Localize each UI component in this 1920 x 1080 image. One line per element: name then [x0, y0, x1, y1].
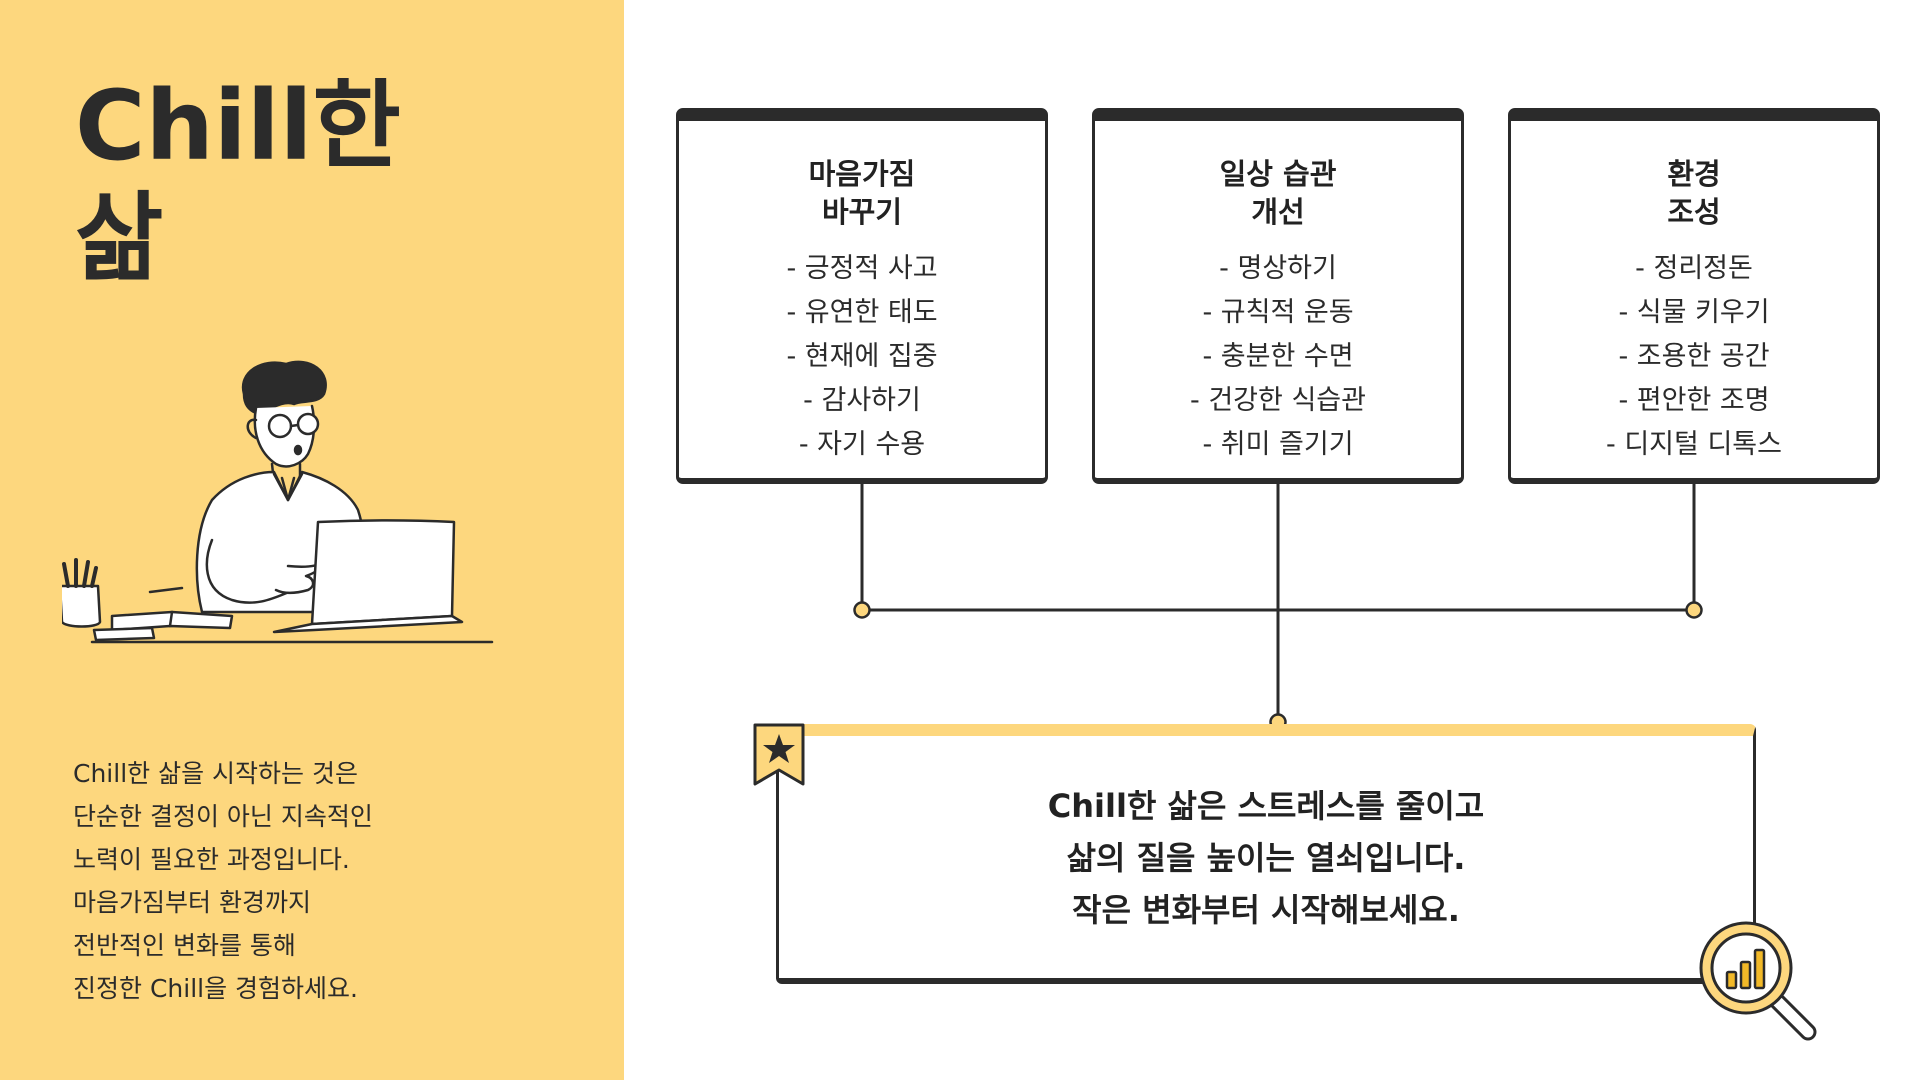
list-item: - 유연한 태도 [786, 297, 938, 328]
list-item: - 자기 수용 [798, 429, 926, 460]
title-line-2: 삶 [75, 182, 164, 294]
man-at-laptop-illustration [62, 360, 494, 644]
description-line: 마음가짐부터 환경까지 [73, 888, 311, 917]
card-title: 일상 습관 개선 [1095, 155, 1461, 231]
magnifier-chart-icon [1699, 921, 1817, 1041]
card-list: - 명상하기 - 규칙적 운동 - 충분한 수면 - 건강한 식습관 - 취미 … [1095, 247, 1461, 467]
card-title-line: 개선 [1251, 195, 1305, 229]
card-list: - 정리정돈 - 식물 키우기 - 조용한 공간 - 편안한 조명 - 디지털 … [1511, 247, 1877, 467]
left-panel: Chill한 삶 [0, 0, 624, 1080]
card-title-line: 바꾸기 [821, 195, 903, 229]
card-title-line: 마음가짐 [808, 157, 916, 191]
description-line: 단순한 결정이 아닌 지속적인 [73, 802, 373, 831]
card-title: 마음가짐 바꾸기 [679, 155, 1045, 231]
card-mindset: 마음가짐 바꾸기 - 긍정적 사고 - 유연한 태도 - 현재에 집중 - 감사… [676, 108, 1048, 484]
card-title: 환경 조성 [1511, 155, 1877, 231]
list-item: - 명상하기 [1219, 253, 1337, 284]
list-item: - 편안한 조명 [1618, 385, 1770, 416]
summary-text: Chill한 삶은 스트레스를 줄이고 삶의 질을 높이는 열쇠입니다. 작은 … [779, 780, 1753, 936]
list-item: - 취미 즐기기 [1202, 429, 1354, 460]
list-item: - 디지털 디톡스 [1606, 429, 1782, 460]
summary-line: 작은 변화부터 시작해보세요. [1072, 891, 1460, 929]
list-item: - 정리정돈 [1635, 253, 1753, 284]
summary-box: Chill한 삶은 스트레스를 줄이고 삶의 질을 높이는 열쇠입니다. 작은 … [776, 724, 1756, 984]
description-line: 진정한 Chill을 경험하세요. [73, 974, 358, 1003]
list-item: - 건강한 식습관 [1190, 385, 1366, 416]
list-item: - 긍정적 사고 [786, 253, 938, 284]
description-line: 전반적인 변화를 통해 [73, 931, 296, 960]
title-line-1: Chill한 [75, 70, 401, 182]
list-item: - 규칙적 운동 [1202, 297, 1354, 328]
card-environment: 환경 조성 - 정리정돈 - 식물 키우기 - 조용한 공간 - 편안한 조명 … [1508, 108, 1880, 484]
description-line: Chill한 삶을 시작하는 것은 [73, 759, 358, 788]
description-line: 노력이 필요한 과정입니다. [73, 845, 350, 874]
card-list: - 긍정적 사고 - 유연한 태도 - 현재에 집중 - 감사하기 - 자기 수… [679, 247, 1045, 467]
summary-line: Chill한 삶은 스트레스를 줄이고 [1047, 787, 1485, 825]
list-item: - 식물 키우기 [1618, 297, 1770, 328]
card-title-line: 일상 습관 [1219, 157, 1337, 191]
page-title: Chill한 삶 [75, 70, 401, 294]
list-item: - 현재에 집중 [786, 341, 938, 372]
list-item: - 조용한 공간 [1618, 341, 1770, 372]
summary-line: 삶의 질을 높이는 열쇠입니다. [1066, 839, 1466, 877]
star-bookmark-icon [753, 723, 805, 786]
list-item: - 충분한 수면 [1202, 341, 1354, 372]
description-text: Chill한 삶을 시작하는 것은 단순한 결정이 아닌 지속적인 노력이 필요… [73, 752, 373, 1010]
list-item: - 감사하기 [803, 385, 921, 416]
card-title-line: 환경 [1667, 157, 1721, 191]
card-daily-habits: 일상 습관 개선 - 명상하기 - 규칙적 운동 - 충분한 수면 - 건강한 … [1092, 108, 1464, 484]
card-title-line: 조성 [1667, 195, 1721, 229]
